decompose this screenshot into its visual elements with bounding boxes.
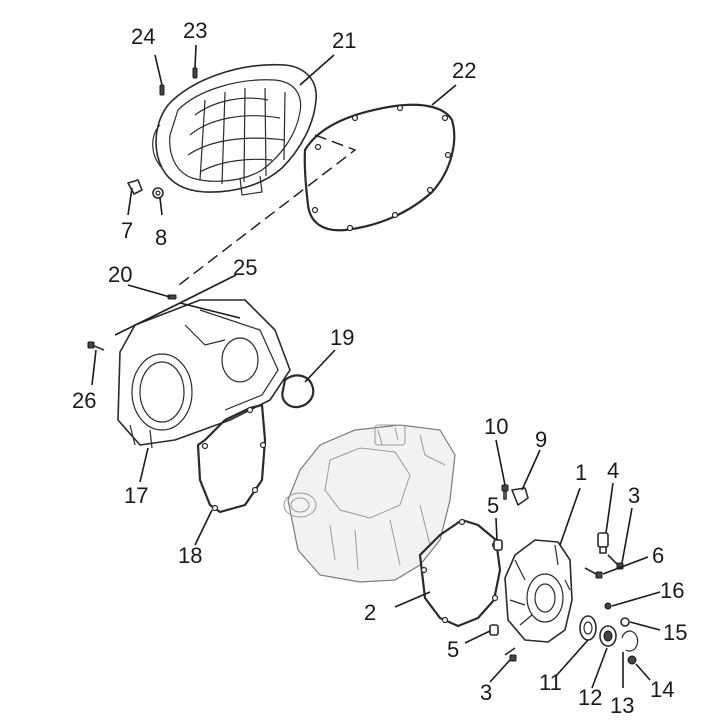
callout-16: 16 <box>660 578 684 603</box>
engine-crankcase <box>283 424 456 583</box>
callout-8: 8 <box>155 225 167 250</box>
washer-8-icon <box>152 187 164 199</box>
callout-11: 11 <box>539 670 562 695</box>
alignment-line-upper <box>174 134 357 289</box>
dowel-pin-5-bottom-icon <box>489 624 499 636</box>
callout-15: 15 <box>663 620 687 645</box>
plug-16-icon <box>604 602 612 610</box>
callout-21: 21 <box>332 28 356 53</box>
bracket-9-icon <box>511 487 529 506</box>
callout-25: 25 <box>233 255 257 280</box>
callout-24: 24 <box>131 24 155 49</box>
leader-lines <box>91 44 661 689</box>
callout-13: 13 <box>610 693 634 718</box>
callout-18: 18 <box>178 543 202 568</box>
bolt-6-icon <box>584 567 603 579</box>
bolt-10-icon <box>501 484 509 500</box>
callout-12: 12 <box>578 685 602 710</box>
callout-6: 6 <box>652 543 664 568</box>
callout-22: 22 <box>452 58 476 83</box>
dowel-pin-5-top-icon <box>493 539 503 551</box>
callout-5-top: 5 <box>487 493 499 518</box>
snap-ring-13-icon <box>621 630 639 652</box>
callout-3-bottom: 3 <box>480 680 492 705</box>
callout-3-top: 3 <box>628 483 640 508</box>
callout-14: 14 <box>650 677 674 702</box>
bolt-26-icon <box>87 341 105 351</box>
callout-2: 2 <box>364 600 376 625</box>
callout-19: 19 <box>330 325 354 350</box>
callout-10: 10 <box>484 414 508 439</box>
washer-14-icon <box>627 655 637 665</box>
callout-4: 4 <box>607 458 619 483</box>
bolt-23-icon <box>192 67 198 79</box>
callout-23: 23 <box>183 18 207 43</box>
callout-20: 20 <box>108 262 132 287</box>
bolt-24-icon <box>159 84 165 96</box>
callout-5-bottom: 5 <box>447 637 459 662</box>
breather-fitting-7-icon <box>127 179 143 195</box>
callout-7: 7 <box>121 218 133 243</box>
outer-gasket <box>303 103 456 232</box>
callout-17: 17 <box>124 483 148 508</box>
callout-labels: 1 2 3 3 4 5 5 6 7 8 9 10 11 12 13 14 15 … <box>72 18 687 718</box>
sensor-4-icon <box>597 532 609 554</box>
stator-cover <box>504 539 573 643</box>
callout-1: 1 <box>575 460 587 485</box>
bolt-3-bottom-icon <box>504 647 517 662</box>
gasket-19 <box>281 374 315 409</box>
callout-9: 9 <box>535 427 547 452</box>
outer-clutch-cover <box>152 63 317 196</box>
callout-26: 26 <box>72 388 96 413</box>
washer-15-icon <box>620 617 630 627</box>
inner-gasket <box>196 403 267 514</box>
oil-seal-11-icon <box>579 615 597 641</box>
bearing-12-icon <box>599 625 617 647</box>
